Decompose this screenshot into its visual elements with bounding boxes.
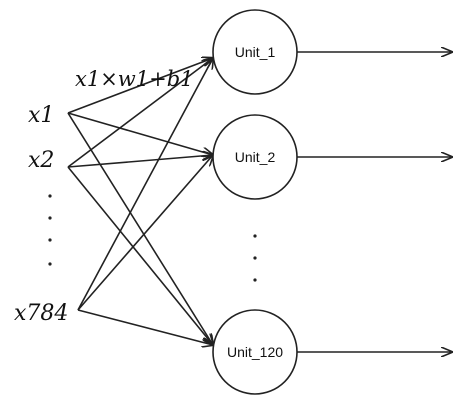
unit-120-label: Unit_120 — [227, 344, 283, 360]
output-arrows — [297, 52, 452, 352]
input-ellipsis-dot — [48, 238, 52, 242]
input-ellipsis-dot — [48, 262, 52, 266]
input-ellipsis-dot — [48, 194, 52, 198]
edge-x1-to-unit-2 — [67, 112, 213, 155]
unit-node-1: Unit_1 — [212, 9, 298, 95]
unit-1-circle — [212, 9, 298, 95]
unit-node-120: Unit_120 — [212, 309, 298, 395]
unit-ellipsis-dot — [253, 234, 257, 238]
unit-ellipsis-dot — [253, 278, 257, 282]
edge-x784-to-unit-1 — [77, 58, 213, 311]
unit-ellipsis-dot — [253, 256, 257, 260]
unit-2-circle — [212, 114, 298, 200]
unit-120-circle — [212, 309, 298, 395]
edge-x784-to-unit-2 — [77, 155, 213, 311]
unit-2-label: Unit_2 — [235, 149, 276, 165]
edge-x2-to-unit-120 — [67, 166, 213, 345]
connection-edges — [67, 58, 213, 345]
input-label-x1: x1 — [28, 103, 54, 128]
input-ellipsis-dot — [48, 216, 52, 220]
input-label-x2: x2 — [28, 148, 54, 173]
edge-x2-to-unit-2 — [67, 155, 213, 168]
edge-x2-to-unit-1 — [67, 58, 213, 168]
unit-1-label: Unit_1 — [235, 44, 276, 60]
edge-x784-to-unit-120 — [77, 309, 213, 345]
unit-node-2: Unit_2 — [212, 114, 298, 200]
unit-ellipsis — [253, 234, 257, 282]
edge-annotation: x1×w1+b1 — [75, 67, 194, 91]
input-label-x784: x784 — [14, 301, 68, 326]
edge-x1-to-unit-120 — [67, 112, 213, 345]
edge-x1-to-unit-1 — [67, 58, 213, 114]
input-ellipsis — [48, 194, 52, 266]
